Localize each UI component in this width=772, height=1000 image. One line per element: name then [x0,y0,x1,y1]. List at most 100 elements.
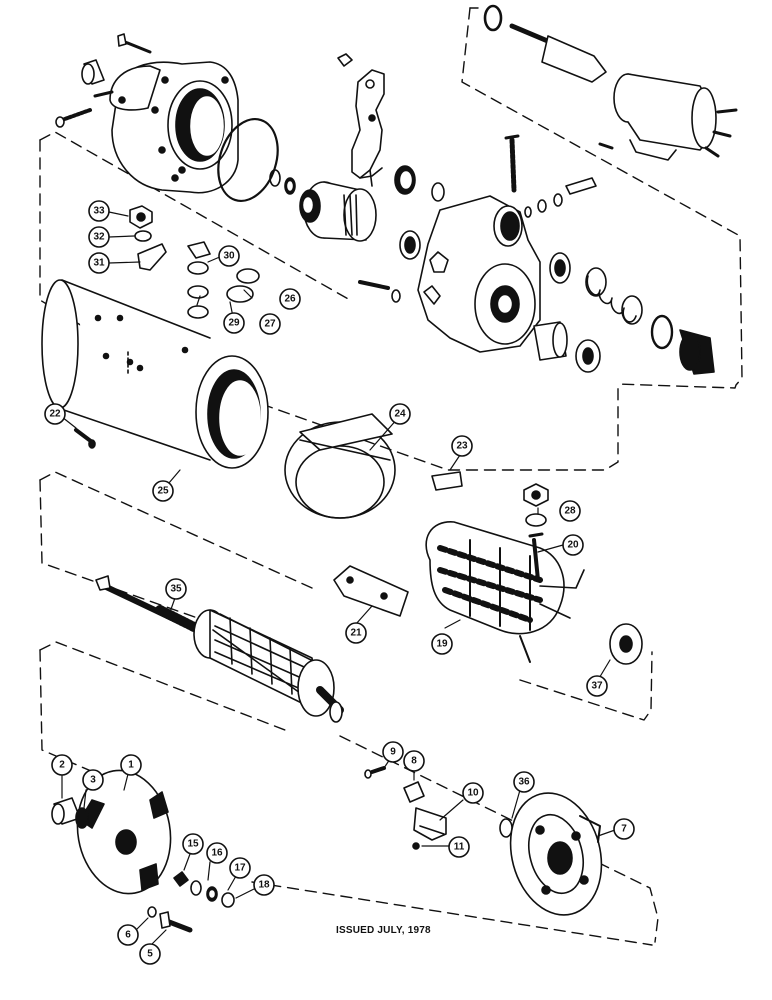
callout-24-number: 24 [394,409,406,420]
callout-5-number: 5 [147,949,153,960]
brush-8 [403,781,425,803]
housing-screw-left [55,108,92,128]
callout-8: 8 [403,750,425,772]
callout-7-number: 7 [621,824,627,835]
terminal-nut [129,205,153,229]
commutator-end-frame-1 [76,769,172,895]
callout-3: 3 [82,769,104,791]
issued-date-footer: ISSUED JULY, 1978 [336,925,431,936]
callout-33: 33 [88,200,110,222]
pole-shoe-21 [333,565,409,617]
spring-11 [412,842,420,850]
callout-30-number: 30 [223,251,235,262]
field-frame [41,279,269,469]
callout-1: 1 [120,754,142,776]
callout-31: 31 [88,252,110,274]
callout-6: 6 [117,924,139,946]
leader-lines [61,211,616,947]
callout-36-number: 36 [518,777,530,788]
callout-10-number: 10 [467,788,479,799]
callout-3-number: 3 [90,775,96,786]
callout-15-number: 15 [187,839,199,850]
through-bolt-5-6 [147,906,193,933]
callout-23: 23 [451,435,473,457]
callout-2: 2 [51,754,73,776]
callout-32-number: 32 [93,232,105,243]
callout-30: 30 [218,245,240,267]
callout-21-number: 21 [350,628,362,639]
dashed-assembly-lines [39,7,743,946]
insulator-strip-23 [431,471,463,491]
spring-retainer [650,314,715,375]
center-housing-screw [358,280,401,303]
housing-bushing [81,59,105,85]
center-housing [417,195,541,353]
callout-37-number: 37 [591,681,603,692]
bushing-2 [51,797,81,825]
field-screw [74,428,96,449]
callout-17: 17 [229,857,251,879]
small-washers-upper [269,169,445,202]
callout-25-number: 25 [157,486,169,497]
washer-3 [75,807,89,829]
callout-5: 5 [139,943,161,965]
callout-15: 15 [182,833,204,855]
callout-21: 21 [345,622,367,644]
callout-37: 37 [586,675,608,697]
terminal-insulators [187,241,260,319]
callout-35: 35 [165,578,187,600]
bearing-37 [609,623,643,665]
callout-29-number: 29 [228,318,240,329]
field-coils [425,521,585,663]
drive-housing [109,61,239,194]
drive-clutch-assembly [299,181,377,242]
callout-26-number: 26 [284,294,296,305]
callout-22-number: 22 [49,409,61,420]
housing-screw-top [117,33,152,54]
solenoid-body [598,73,738,161]
plunger-spring [549,252,643,325]
shift-lever [337,53,385,187]
terminal-nut-28 [523,483,549,527]
o-ring-large [217,118,279,202]
seal-rings [394,165,421,260]
callout-20-number: 20 [567,540,579,551]
callout-7: 7 [613,818,635,840]
callout-24: 24 [389,403,411,425]
callout-32: 32 [88,226,110,248]
callout-36: 36 [513,771,535,793]
callout-16-number: 16 [211,848,223,859]
callout-31-number: 31 [93,258,105,269]
brush-holder-10 [413,807,447,841]
housing-stud [93,90,114,98]
callout-29: 29 [223,312,245,334]
small-hardware-15-18 [173,871,235,908]
callout-19-number: 19 [436,639,448,650]
pivot-pin [524,177,597,218]
bushing-lower [533,321,601,373]
callout-16: 16 [206,842,228,864]
callout-25: 25 [152,480,174,502]
callout-20: 20 [562,534,584,556]
solenoid-pin [504,134,520,193]
callout-33-number: 33 [93,206,105,217]
callout-22: 22 [44,403,66,425]
callout-28: 28 [559,500,581,522]
callout-2-number: 2 [59,760,65,771]
callout-26: 26 [279,288,301,310]
callout-18-number: 18 [258,880,270,891]
callout-27-number: 27 [264,319,276,330]
callout-28-number: 28 [564,506,576,517]
callout-9: 9 [382,741,404,763]
callout-35-number: 35 [170,584,182,595]
callout-11: 11 [448,836,470,858]
callout-23-number: 23 [456,441,468,452]
brush-screw-9 [364,766,386,779]
drive-end-frame-7 [509,792,603,916]
callout-6-number: 6 [125,930,131,941]
terminal-stud-20 [528,532,544,582]
callout-18: 18 [253,874,275,896]
pole-shoe-strap [284,413,396,519]
